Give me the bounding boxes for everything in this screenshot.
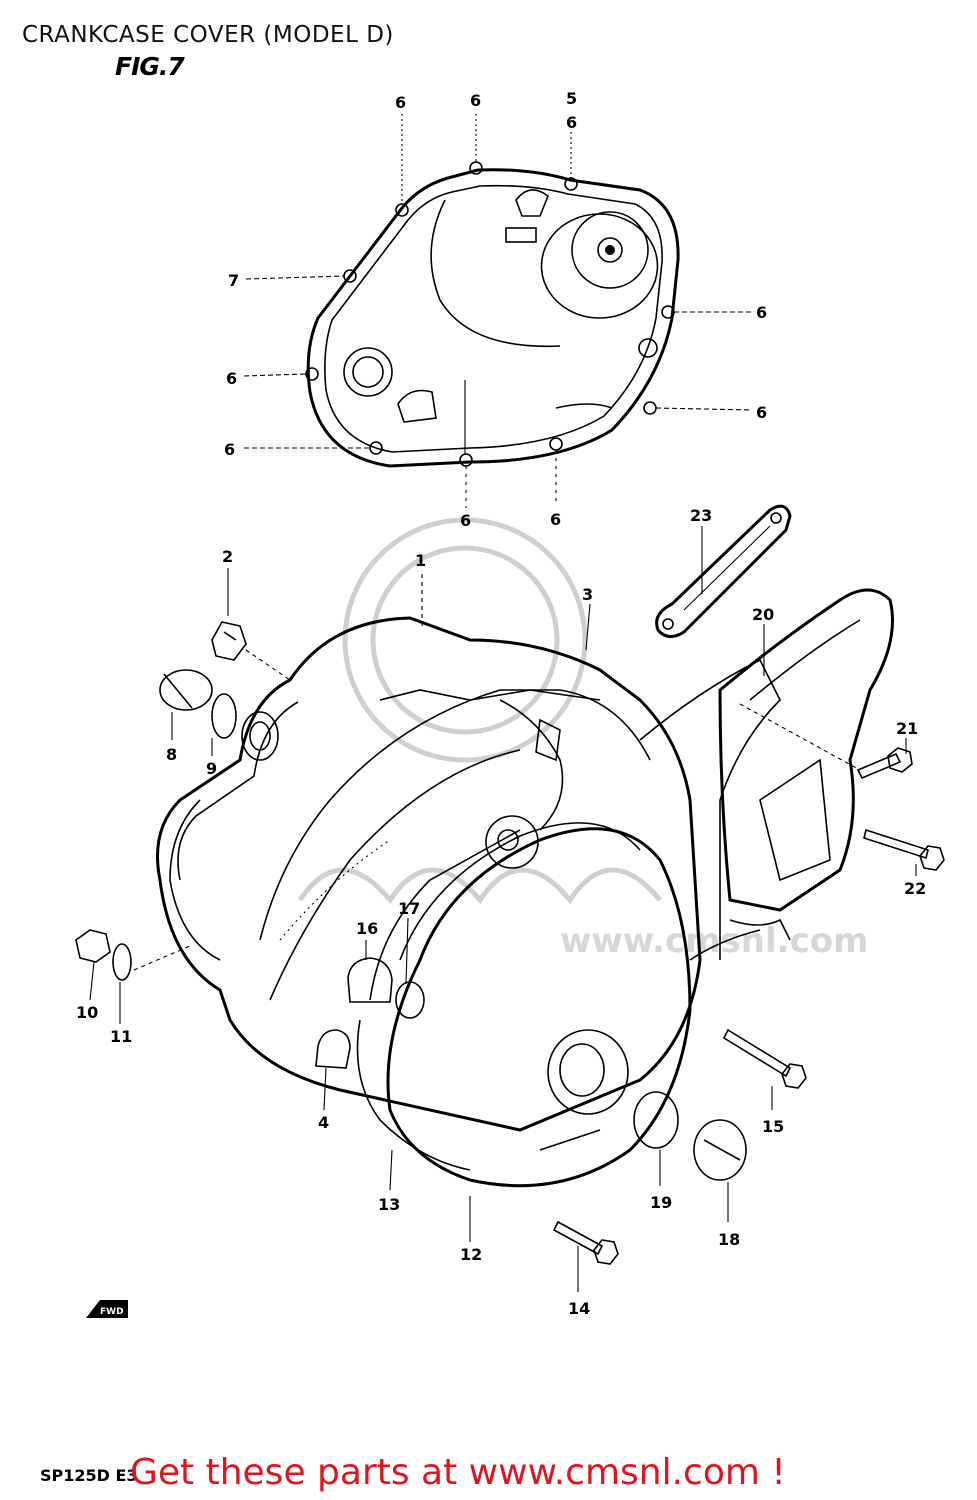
part-label: 3 xyxy=(582,585,593,604)
part-label: 22 xyxy=(904,879,926,898)
part-label: 18 xyxy=(718,1230,740,1249)
watermark-logo: www.cmsnl.com xyxy=(297,517,869,961)
part-label: 2 xyxy=(222,547,233,566)
part-label: 15 xyxy=(762,1117,784,1136)
part-label: 6 xyxy=(756,403,767,422)
part-label: 6 xyxy=(470,91,481,110)
watermark-text: www.cmsnl.com xyxy=(560,921,869,961)
part-label: 5 xyxy=(566,89,577,108)
part-label: 6 xyxy=(566,113,577,132)
part-label: 7 xyxy=(228,271,239,290)
figure-label: FIG.7 xyxy=(115,52,185,81)
clutch-cover-drawing xyxy=(305,161,680,468)
part-number-labels: 6 6 5 6 7 6 6 6 6 6 6 23 2 1 3 20 8 9 21… xyxy=(76,89,926,1318)
part-label: 20 xyxy=(752,605,774,624)
crankcase-assembly-drawing xyxy=(156,504,894,1188)
model-code: SP125D E3 xyxy=(40,1466,138,1485)
part-label: 6 xyxy=(550,510,561,529)
part-label: 1 xyxy=(415,551,426,570)
part-label: 6 xyxy=(395,93,406,112)
small-parts-drawing xyxy=(75,621,945,1265)
part-label: 10 xyxy=(76,1003,98,1022)
fwd-marker-text: FWD xyxy=(100,1307,124,1317)
part-label: 4 xyxy=(318,1113,329,1132)
part-label: 16 xyxy=(356,919,378,938)
part-label: 23 xyxy=(690,506,712,525)
part-label: 6 xyxy=(226,369,237,388)
part-label: 6 xyxy=(756,303,767,322)
part-label: 14 xyxy=(568,1299,590,1318)
promo-link[interactable]: Get these parts at www.cmsnl.com ! xyxy=(130,1452,786,1493)
part-label: 17 xyxy=(398,899,420,918)
fwd-direction-marker: FWD xyxy=(86,1300,128,1318)
part-label: 6 xyxy=(460,511,471,530)
part-label: 19 xyxy=(650,1193,672,1212)
part-label: 8 xyxy=(166,745,177,764)
part-label: 21 xyxy=(896,719,918,738)
part-label: 9 xyxy=(206,759,217,778)
part-label: 12 xyxy=(460,1245,482,1264)
part-label: 13 xyxy=(378,1195,400,1214)
leader-lines-main xyxy=(89,526,917,1292)
page-title: CRANKCASE COVER (MODEL D) xyxy=(22,22,394,48)
part-label: 6 xyxy=(224,440,235,459)
leader-lines-top xyxy=(243,114,753,508)
part-label: 11 xyxy=(110,1027,132,1046)
